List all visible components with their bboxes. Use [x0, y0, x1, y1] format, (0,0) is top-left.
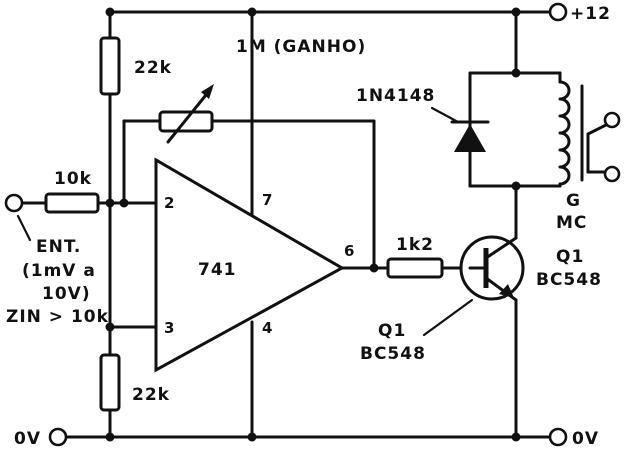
label-q1-bottom: Q1 — [378, 321, 406, 341]
potentiometer-gain — [158, 84, 214, 144]
ground-terminal-right — [548, 427, 568, 447]
ground-terminal-left — [48, 427, 68, 447]
label-input-3: 10V) — [42, 284, 91, 304]
label-r-base: 1k2 — [396, 235, 434, 255]
label-gnd-left: 0V — [14, 429, 41, 449]
input-terminal — [4, 193, 24, 213]
label-pot: 1M (GANHO) — [236, 37, 366, 57]
label-pin-6: 6 — [344, 242, 354, 260]
transistor-q1 — [459, 235, 525, 302]
label-vcc: +12 — [570, 4, 611, 24]
label-input-2: (1mV a — [22, 261, 96, 281]
label-pin-4: 4 — [262, 319, 272, 337]
q1-leader-line — [422, 298, 474, 337]
junction-dots — [105, 7, 521, 442]
diode-1n4148 — [450, 110, 490, 154]
relay-coil — [558, 71, 584, 188]
vcc-terminal — [548, 2, 568, 22]
label-relay-g: G — [566, 191, 581, 211]
label-q1-right-type: BC548 — [536, 270, 602, 290]
label-diode: 1N4148 — [356, 86, 435, 106]
resistor-22k-bottom — [99, 353, 121, 412]
input-leader-line — [16, 214, 32, 242]
label-input-4: ZIN > 10k — [6, 307, 109, 327]
label-r-input: 10k — [54, 169, 92, 189]
opamp-741 — [154, 157, 346, 373]
diode-leader-line — [430, 106, 460, 124]
label-pin-2: 2 — [164, 194, 174, 212]
label-gnd-right: 0V — [572, 429, 599, 449]
resistor-1k2-base — [386, 257, 444, 279]
label-pin-3: 3 — [164, 319, 174, 337]
resistor-10k-input — [44, 192, 100, 214]
resistor-22k-top — [99, 36, 121, 96]
label-q1-right: Q1 — [556, 247, 584, 267]
label-r-top: 22k — [134, 58, 172, 78]
label-q1-bottom-type: BC548 — [360, 344, 426, 364]
label-r-bottom: 22k — [132, 385, 170, 405]
relay-contact — [586, 111, 621, 183]
label-input-1: ENT. — [36, 237, 81, 257]
label-opamp: 741 — [198, 260, 237, 280]
label-pin-7: 7 — [262, 191, 272, 209]
label-relay-mc: MC — [556, 213, 587, 233]
